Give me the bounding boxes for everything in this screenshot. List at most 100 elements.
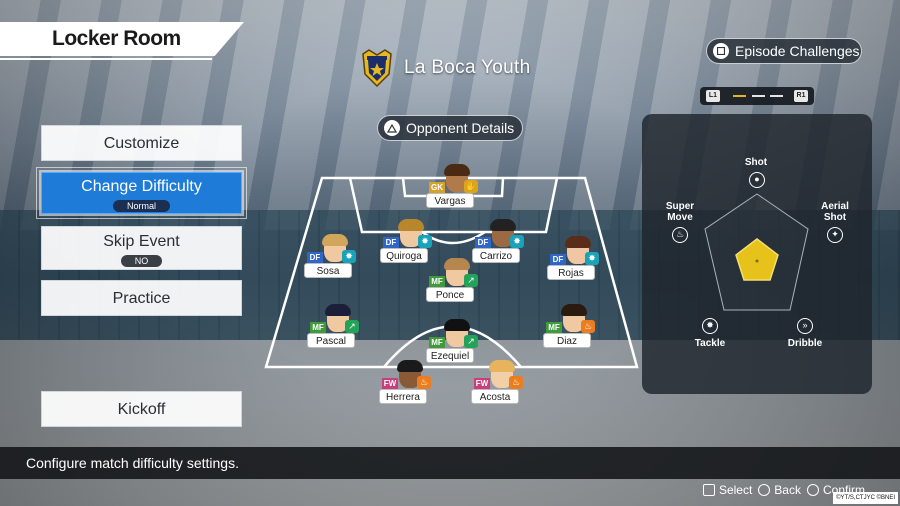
stat-tackle-label: Tackle bbox=[694, 338, 726, 349]
copyright-notice: ©YT/S,CTJYC ©BNEI bbox=[833, 492, 898, 504]
player-skill-icon: ♨ bbox=[581, 320, 595, 333]
hint-text: Configure match difficulty settings. bbox=[26, 455, 239, 471]
player-hair bbox=[565, 236, 591, 248]
player-skill-icon: ♨ bbox=[417, 376, 431, 389]
episode-challenges-label: Episode Challenges bbox=[735, 43, 860, 59]
page-dot bbox=[770, 95, 783, 97]
player-position-badge: GK bbox=[429, 182, 445, 193]
player-card-diaz: MF ♨Diaz bbox=[543, 304, 603, 366]
skip-event-label: Skip Event bbox=[103, 233, 180, 250]
player-hair bbox=[325, 304, 351, 316]
stat-super-move-label: Super Move bbox=[665, 201, 695, 223]
control-select-label: Select bbox=[718, 483, 753, 497]
player-skill-icon: ↗ bbox=[464, 274, 478, 287]
kickoff-label: Kickoff bbox=[117, 401, 166, 418]
skip-event-button[interactable]: Skip Event NO bbox=[41, 226, 242, 270]
screen-title-tab: Locker Room bbox=[0, 22, 244, 56]
episode-challenges-button[interactable]: Episode Challenges bbox=[706, 38, 862, 64]
player-card-ponce: MF ↗Ponce bbox=[426, 258, 486, 320]
player-hair bbox=[444, 164, 470, 176]
player-name: Diaz bbox=[543, 333, 591, 348]
player-skill-icon: ✸ bbox=[510, 235, 524, 248]
practice-label: Practice bbox=[112, 290, 171, 307]
player-hair bbox=[322, 234, 348, 246]
super-move-icon: ♨ bbox=[672, 227, 688, 243]
player-name: Ponce bbox=[426, 287, 474, 302]
shot-icon: ● bbox=[749, 172, 765, 188]
player-card-pascal: MF↗Pascal bbox=[307, 304, 367, 366]
player-position-badge: FW bbox=[382, 378, 398, 389]
stats-radar-chart bbox=[704, 193, 809, 311]
square-button-icon bbox=[713, 43, 729, 59]
player-skill-icon: ♨ bbox=[509, 376, 523, 389]
aerial-shot-icon: ✦ bbox=[827, 227, 843, 243]
player-position-badge: FW bbox=[474, 378, 490, 389]
player-name: Acosta bbox=[471, 389, 519, 404]
page-dot bbox=[752, 95, 765, 97]
player-position-badge: MF bbox=[429, 276, 445, 287]
control-back-label: Back bbox=[774, 483, 801, 497]
kickoff-button[interactable]: Kickoff bbox=[41, 391, 242, 427]
difficulty-value: Normal bbox=[112, 200, 170, 212]
page-indicator: L1 R1 bbox=[700, 87, 814, 105]
hint-bar: Configure match difficulty settings. bbox=[0, 447, 900, 479]
player-name: Ezequiel bbox=[426, 348, 474, 363]
page-dot-active bbox=[733, 95, 746, 97]
player-name: Pascal bbox=[307, 333, 355, 348]
player-card-quiroga: DF ✸Quiroga bbox=[380, 219, 440, 281]
customize-button[interactable]: Customize bbox=[41, 125, 242, 161]
l1-button-icon: L1 bbox=[706, 90, 720, 102]
practice-button[interactable]: Practice bbox=[41, 280, 242, 316]
player-position-badge: DF bbox=[550, 254, 566, 265]
player-skill-icon: ✸ bbox=[585, 252, 599, 265]
player-card-herrera: FW ♨Herrera bbox=[379, 360, 439, 422]
selection-frame bbox=[36, 167, 247, 219]
player-name: Rojas bbox=[547, 265, 595, 280]
player-card-sosa: DF✸Sosa bbox=[304, 234, 364, 296]
player-card-rojas: DF ✸Rojas bbox=[547, 236, 607, 298]
player-card-vargas: GK ✋Vargas bbox=[426, 164, 486, 226]
player-name: Carrizo bbox=[472, 248, 520, 263]
customize-label: Customize bbox=[103, 135, 180, 152]
player-position-badge: DF bbox=[383, 237, 399, 248]
cross-button-icon bbox=[806, 484, 819, 496]
change-difficulty-button[interactable]: Change Difficulty Normal bbox=[41, 172, 242, 214]
player-card-acosta: FW ♨Acosta bbox=[471, 360, 531, 422]
player-hair bbox=[397, 360, 423, 372]
player-position-badge: MF bbox=[429, 337, 445, 348]
tackle-icon: ✸ bbox=[702, 318, 718, 334]
player-position-badge: MF bbox=[310, 322, 326, 333]
player-hair bbox=[561, 304, 587, 316]
opponent-details-button[interactable]: Opponent Details bbox=[377, 115, 523, 141]
player-name: Quiroga bbox=[380, 248, 428, 263]
dribble-icon: » bbox=[797, 318, 813, 334]
dpad-icon bbox=[702, 484, 715, 496]
player-position-badge: MF bbox=[546, 322, 562, 333]
player-card-ezequiel: MF ↗Ezequiel bbox=[426, 319, 486, 381]
change-difficulty-label: Change Difficulty bbox=[81, 178, 202, 195]
screen-title: Locker Room bbox=[52, 27, 181, 50]
player-position-badge: DF bbox=[307, 252, 323, 263]
title-underline bbox=[0, 58, 212, 60]
skip-event-value: NO bbox=[120, 255, 163, 267]
circle-button-icon bbox=[758, 484, 771, 496]
player-hair bbox=[489, 360, 515, 372]
stat-dribble-label: Dribble bbox=[787, 338, 823, 349]
triangle-button-icon bbox=[384, 120, 400, 136]
player-name: Vargas bbox=[426, 193, 474, 208]
player-name: Sosa bbox=[304, 263, 352, 278]
team-name: La Boca Youth bbox=[404, 57, 531, 78]
player-name: Herrera bbox=[379, 389, 427, 404]
player-hair bbox=[490, 219, 516, 231]
player-position-badge: DF bbox=[475, 237, 491, 248]
r1-button-icon: R1 bbox=[794, 90, 808, 102]
player-card-carrizo: DF ✸Carrizo bbox=[472, 219, 532, 281]
player-hair bbox=[444, 258, 470, 270]
player-skill-icon: ↗ bbox=[464, 335, 478, 348]
stat-shot-label: Shot bbox=[744, 157, 768, 168]
player-hair bbox=[444, 319, 470, 331]
stat-aerial-shot-label: Aerial Shot bbox=[821, 201, 849, 223]
player-skill-icon: ✋ bbox=[464, 180, 478, 193]
player-hair bbox=[398, 219, 424, 231]
player-skill-icon: ✸ bbox=[418, 235, 432, 248]
